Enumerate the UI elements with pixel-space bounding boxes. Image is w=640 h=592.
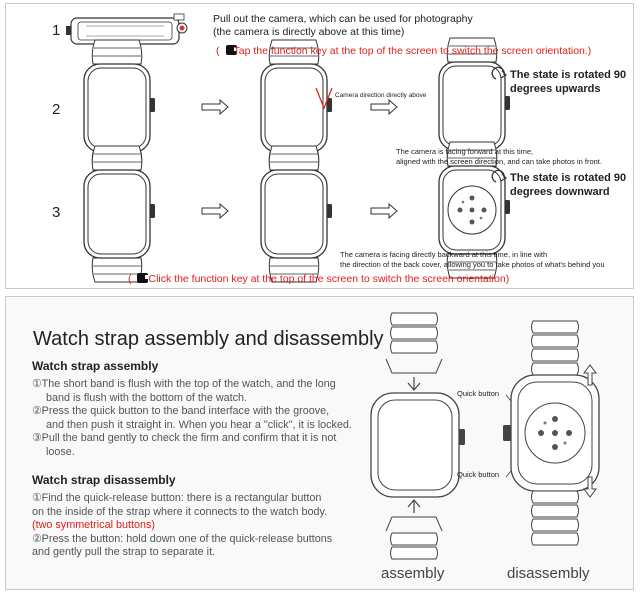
note-front-line2: aligned with the screen direction, and c… [396,157,602,166]
assembly-line: loose. [46,445,75,458]
assembly-line: and then push it straight in. When you h… [46,418,352,431]
assembly-caption: assembly [381,565,445,582]
strap-illustrations [370,312,600,560]
function-key-icon [137,273,149,283]
function-key-icon [226,45,238,55]
watch-front-3a [83,145,156,283]
rotate-icon [491,66,505,80]
camera-instructions-panel: 1 2 3 Pull out the camera, which can be … [5,3,634,289]
instruction-bottom: (Click the function key at the top of th… [128,273,510,285]
camera-direction-marker [315,87,333,110]
watch-front-3b [260,145,333,283]
disassembly-caption: disassembly [507,565,590,582]
step1-caption-line1: Pull out the camera, which can be used f… [213,13,473,25]
camera-direction-label: Camera direction directly above [335,92,427,99]
assembly-illustration [370,312,465,560]
state-up-line1: The state is rotated 90 [510,69,627,81]
state-down-line2: degrees downward [510,186,610,198]
quick-button-label-bottom: Quick button [457,470,500,479]
disassembly-heading: Watch strap disassembly [32,473,176,487]
step-number-2: 2 [52,101,61,118]
note-back-line1: The camera is facing directly backward a… [340,250,548,259]
note-back-line2: the direction of the back cover, allowin… [340,260,605,269]
state-up-line2: degrees upwards [510,83,601,95]
assembly-line: ③Pull the band gently to check the firm … [32,432,337,445]
step-number-1: 1 [52,22,61,39]
assembly-line: ①The short band is flush with the top of… [32,378,336,390]
instruction-top: (Tap the function key at the top of the … [216,45,592,57]
assembly-line: ②Press the quick button to the band inte… [32,405,330,418]
assembly-line: band is flush with the bottom of the wat… [46,391,248,404]
disassembly-line: on the inside of the strap where it conn… [32,505,328,518]
strap-section-title: Watch strap assembly and disassembly [33,328,384,350]
disassembly-illustration [503,320,600,546]
assembly-steps: ①The short band is flush with the top of… [32,378,362,460]
watch-side-view [66,13,188,45]
arrow-2a [201,99,229,115]
rotate-icon [491,169,505,183]
disassembly-line: ①Find the quick-release button: there is… [32,492,322,504]
quick-button-label-top: Quick button [457,389,500,398]
note-front-line1: The camera is facing forward at this tim… [396,147,534,156]
disassembly-line: and gently pull the strap to separate it… [32,546,216,559]
state-down-line1: The state is rotated 90 [510,172,627,184]
step-number-3: 3 [52,204,61,221]
assembly-heading: Watch strap assembly [32,359,159,373]
strap-instructions-panel: Watch strap assembly and disassembly Wat… [5,296,634,590]
step1-caption-line2: (the camera is directly above at this ti… [213,26,405,38]
arrow-2b [370,99,398,115]
watch-back-3c [438,141,511,279]
camera-illustrations [66,13,511,283]
arrow-3b [370,203,398,219]
disassembly-steps: ①Find the quick-release button: there is… [32,492,372,560]
disassembly-line: ②Press the button: hold down one of the … [32,532,333,545]
arrow-3a [201,203,229,219]
disassembly-red-note: (two symmetrical buttons) [32,519,155,532]
